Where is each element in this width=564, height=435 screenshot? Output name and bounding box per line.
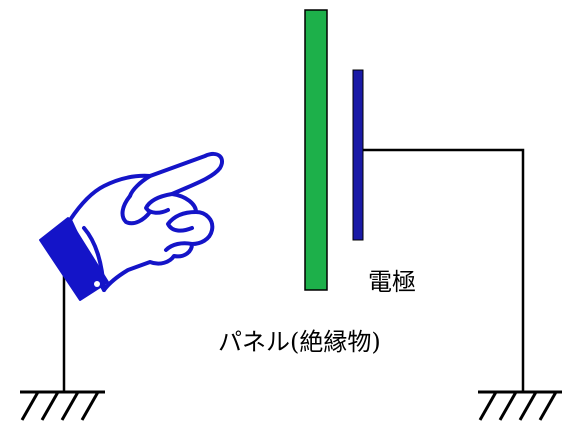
electrode-wire [363, 148, 525, 392]
ground-symbol-left-icon [20, 390, 105, 421]
panel-insulator [304, 9, 328, 291]
pointing-hand-icon [68, 151, 225, 292]
ground-symbol-right-icon [478, 390, 562, 421]
electrode-plate [352, 69, 364, 241]
electrode-label: 電極 [368, 268, 416, 296]
panel-label: パネル(絶縁物) [218, 328, 381, 356]
sleeve-cuff [39, 217, 109, 301]
